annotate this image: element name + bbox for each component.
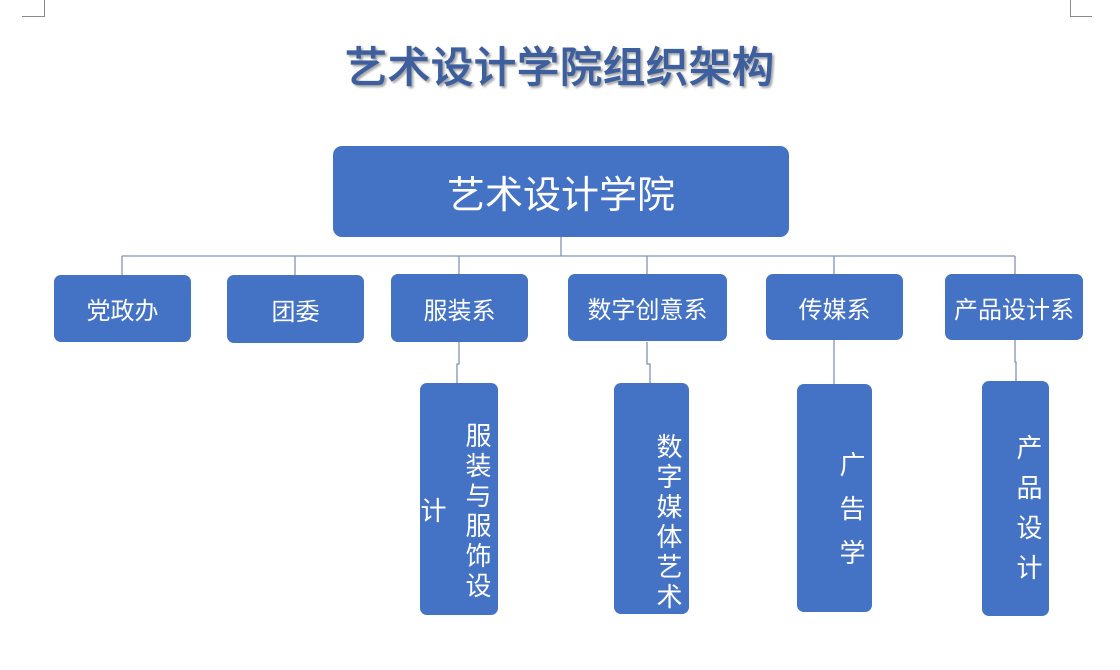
dept-node-label: 传媒系 [798,295,871,324]
dept-node-label: 党政办 [86,297,159,325]
root-node-label: 艺术设计学院 [446,173,675,217]
program-node-fashion-design: 服装与服饰设计 [416,383,498,615]
dept-node-label: 产品设计系 [954,295,1074,324]
root-node: 艺术设计学院 [333,146,789,237]
program-node-digital-media-art: 数字媒体艺术 [614,383,689,614]
dept-node-youth-league: 团委 [227,275,364,343]
program-node-product-design: 产品设计 [982,381,1049,616]
diagram-title: 艺术设计学院组织架构 [344,43,775,92]
dept-node-media: 传媒系 [766,274,903,340]
dept-node-label: 数字创意系 [587,296,708,324]
dept-node-fashion: 服装系 [391,274,528,342]
dept-node-product-design: 产品设计系 [945,274,1083,340]
dept-node-party-office: 党政办 [54,275,191,342]
program-node-label: 服装与服饰设计 [416,422,491,602]
program-node-label: 产品设计 [1012,433,1042,594]
corner-mark-top-right [1066,0,1120,18]
corner-mark-top-left [0,0,46,18]
connector-prog-1 [456,342,460,383]
dept-node-label: 团委 [271,297,320,326]
connector-prog-2 [646,342,651,383]
program-node-label: 数字媒体艺术 [652,432,682,613]
dept-node-label: 服装系 [423,296,496,325]
program-node-advertising: 广告学 [797,384,872,612]
program-node-label: 广告学 [835,451,865,583]
connector-prog-4 [1014,340,1017,381]
dept-node-digital-creative: 数字创意系 [568,274,727,341]
